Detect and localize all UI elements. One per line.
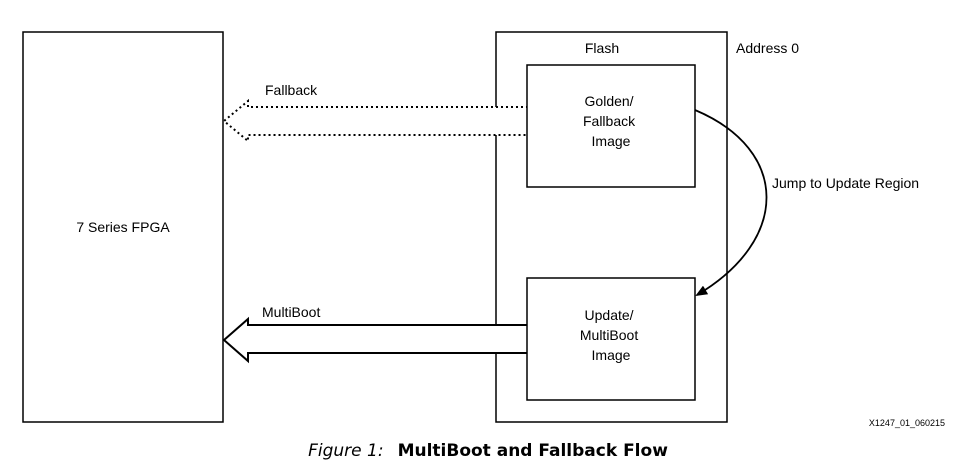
golden-image-line-1: Golden/: [585, 93, 634, 109]
update-image-line-1: Update/: [585, 307, 634, 323]
multiboot-arrow: [222, 316, 529, 364]
update-image-line-3: Image: [592, 347, 631, 363]
figure-caption: Figure 1: MultiBoot and Fallback Flow: [0, 441, 976, 461]
golden-image-label: Golden/ Fallback Image: [583, 93, 639, 149]
fallback-arrow: [222, 98, 528, 144]
golden-image-line-3: Image: [592, 133, 631, 149]
flash-label: Flash: [585, 40, 619, 56]
golden-image-box: [526, 64, 696, 188]
fpga-block: [22, 31, 224, 423]
multiboot-label: MultiBoot: [262, 304, 320, 320]
update-image-box: [526, 277, 696, 401]
fpga-label: 7 Series FPGA: [76, 219, 170, 235]
multiboot-diagram: 7 Series FPGA Flash Address 0 Fallback G…: [22, 31, 945, 428]
fallback-label: Fallback: [265, 82, 318, 98]
update-image-line-2: MultiBoot: [580, 327, 638, 343]
doc-code: X1247_01_060215: [869, 418, 945, 428]
golden-image-line-2: Fallback: [583, 113, 636, 129]
jump-label: Jump to Update Region: [772, 175, 919, 191]
jump-arrow: [694, 109, 768, 297]
update-image-label: Update/ MultiBoot Image: [580, 307, 642, 363]
figure-number: Figure 1:: [308, 441, 384, 461]
address-zero-label: Address 0: [736, 40, 799, 56]
figure-title: MultiBoot and Fallback Flow: [397, 441, 668, 461]
